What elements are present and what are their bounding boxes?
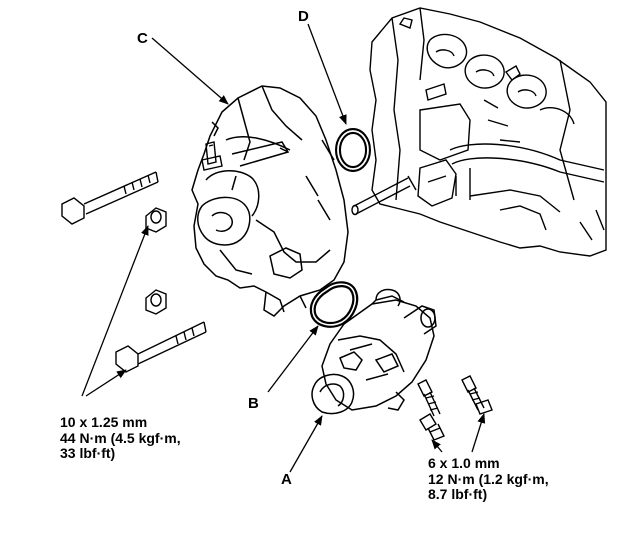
torque-spec-right: 6 x 1.0 mm 12 N·m (1.2 kgf·m, 8.7 lbf·ft… <box>428 455 549 503</box>
long-bolt-2 <box>115 321 207 373</box>
spec-left-line1: 10 x 1.25 mm <box>60 414 148 430</box>
spec-right-line1: 6 x 1.0 mm <box>428 455 500 471</box>
gasket-b <box>309 281 359 328</box>
callout-a: A <box>281 471 292 488</box>
o-ring-d <box>335 128 371 172</box>
torque-spec-left: 10 x 1.25 mm 44 N·m (4.5 kgf·m, 33 lbf·f… <box>60 414 181 462</box>
callout-b: B <box>248 395 259 412</box>
leader-lines <box>81 23 486 473</box>
long-bolt-1 <box>61 171 159 225</box>
spec-right-line3: 8.7 lbf·ft) <box>428 486 488 502</box>
water-pump-housing <box>191 85 349 317</box>
small-bolt-3 <box>419 413 445 441</box>
small-bolt-2 <box>461 375 493 415</box>
housing-stud <box>201 141 223 171</box>
callout-c: C <box>137 30 148 47</box>
engine-stud <box>351 175 417 216</box>
small-bolt-1 <box>417 379 441 417</box>
engine-block <box>369 7 607 257</box>
nut-2 <box>145 289 167 315</box>
spec-left-line2: 44 N·m (4.5 kgf·m, <box>60 429 181 446</box>
callout-d: D <box>298 8 309 25</box>
spec-right-line2: 12 N·m (1.2 kgf·m, <box>428 470 549 487</box>
water-outlet-a <box>311 288 437 415</box>
spec-left-line3: 33 lbf·ft) <box>60 445 116 461</box>
nut-1 <box>145 207 167 233</box>
